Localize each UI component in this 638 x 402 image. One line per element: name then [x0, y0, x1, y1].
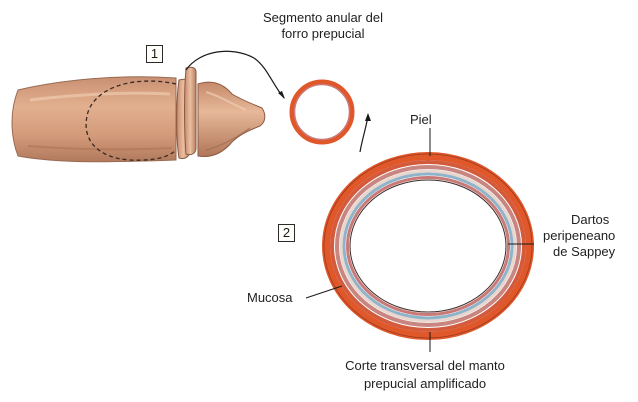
- dartos-layer: [344, 174, 512, 318]
- step-1-box: 1: [146, 45, 163, 63]
- prepuce-tip: [198, 82, 265, 156]
- penis-shaft: [12, 77, 176, 162]
- cut-ring-segments: [177, 67, 196, 158]
- step-2-box: 2: [278, 224, 295, 242]
- label-corte-line2: prepucial amplificado: [290, 376, 560, 392]
- label-segment-line1: Segmento anular del: [248, 10, 398, 26]
- label-mucosa: Mucosa: [247, 290, 293, 306]
- annular-segment-ring: [292, 82, 352, 142]
- label-corte-line1: Corte transversal del manto: [290, 358, 560, 374]
- label-piel: Piel: [410, 112, 432, 128]
- arrow-to-cross-section: [360, 116, 368, 152]
- label-segment-line2: forro prepucial: [248, 26, 398, 42]
- label-dartos-line2: peripeneano: [543, 228, 615, 244]
- label-dartos-line3: de Sappey: [553, 244, 615, 260]
- label-dartos-line1: Dartos: [571, 212, 609, 228]
- cross-section: [324, 154, 532, 338]
